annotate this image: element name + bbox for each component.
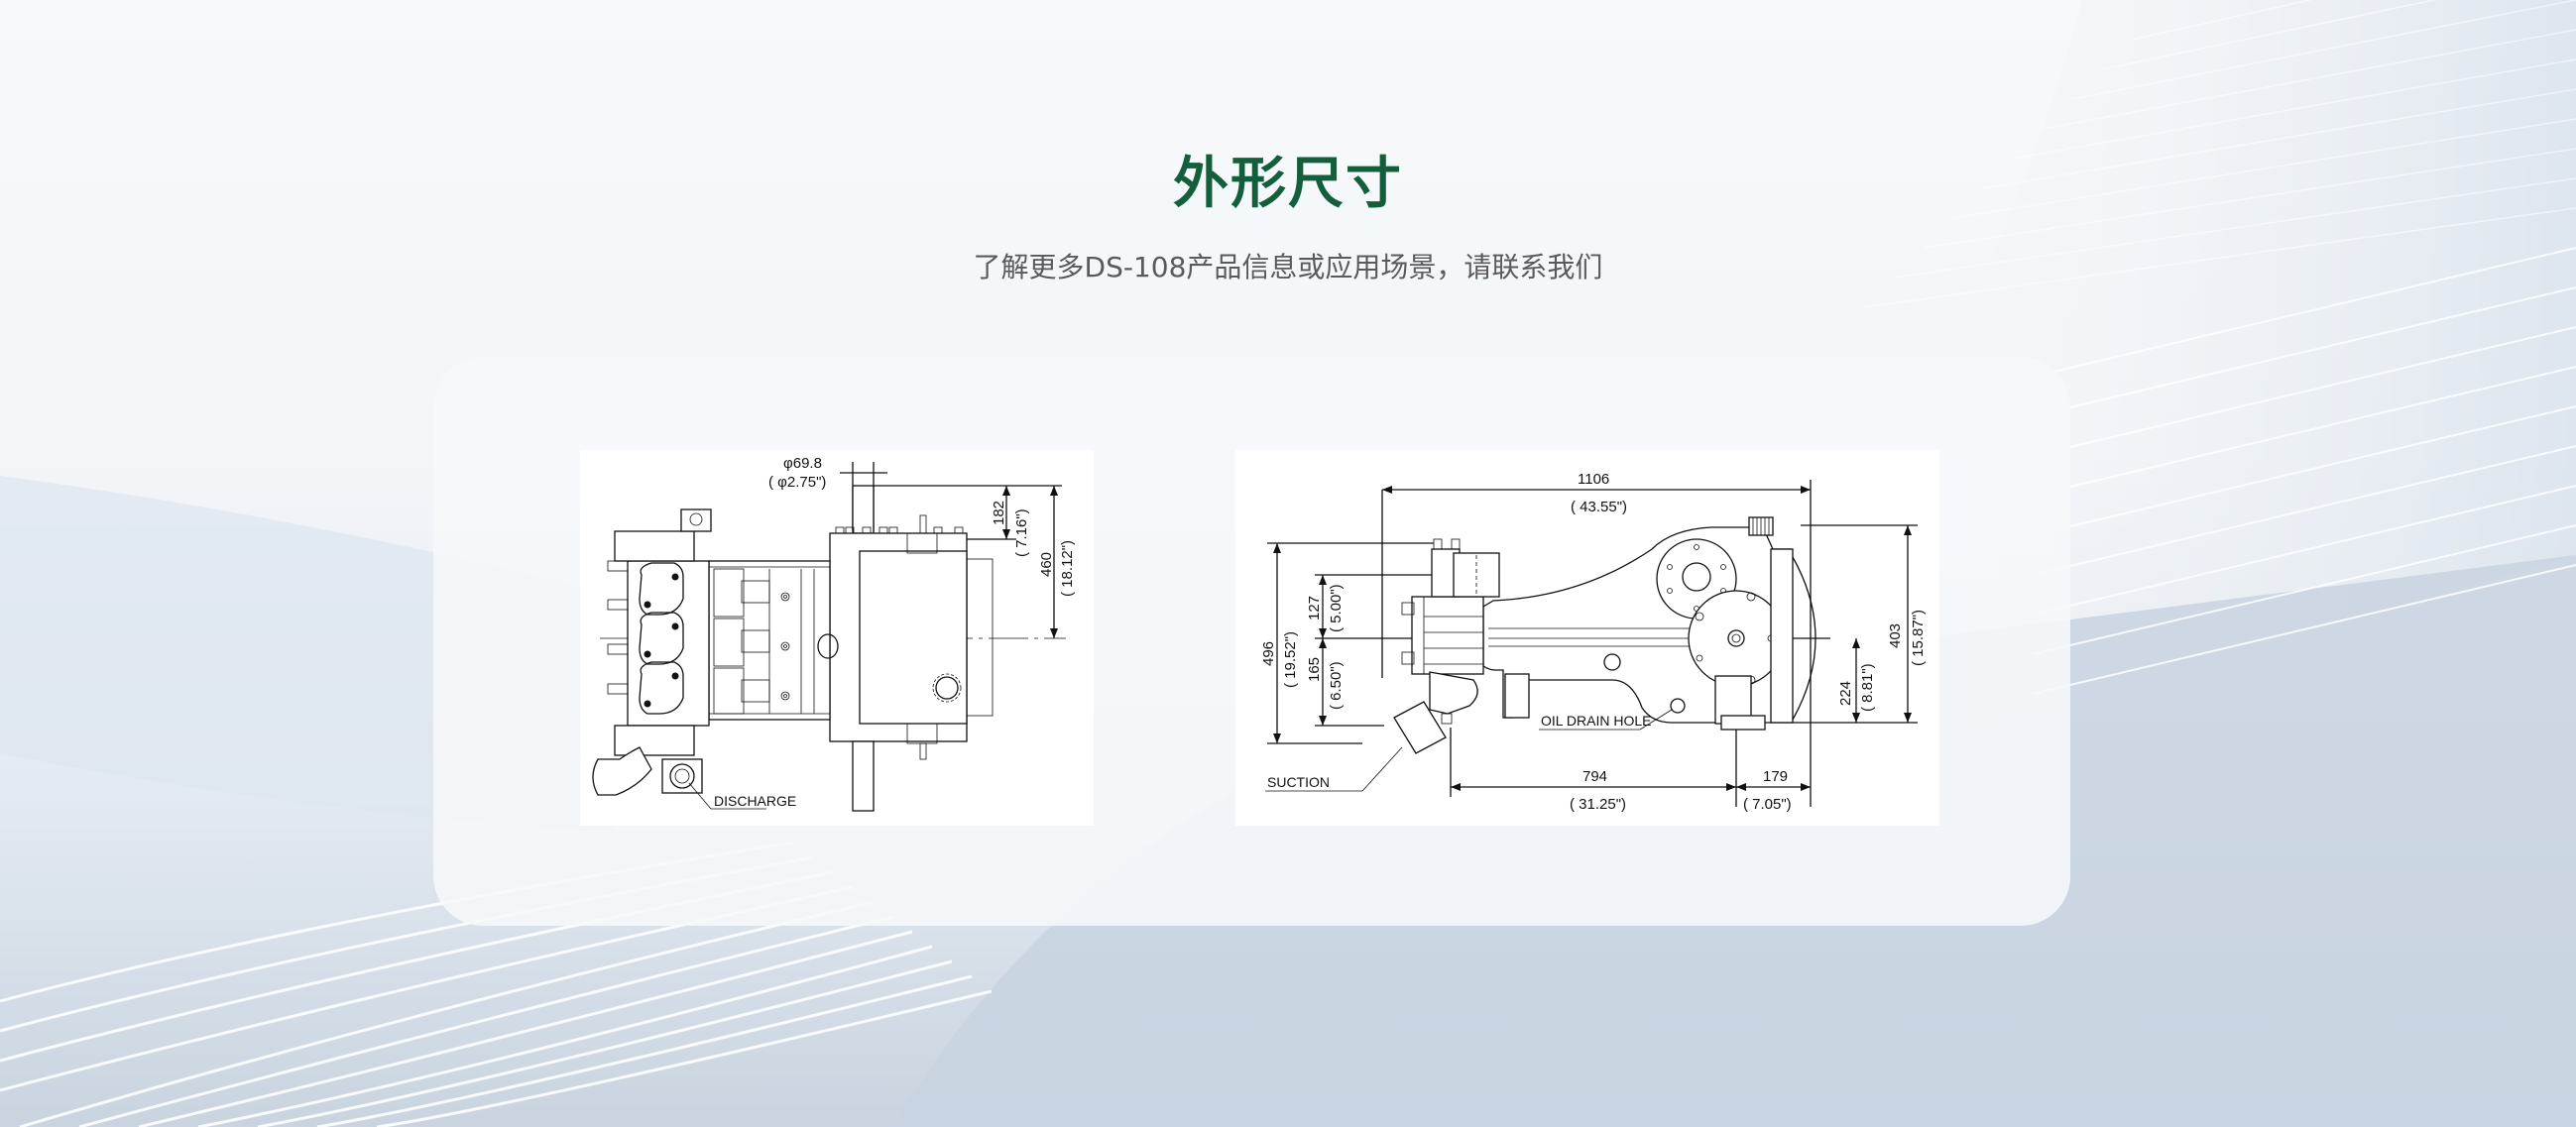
page-title: 外形尺寸 [1173, 152, 1403, 216]
dim-224: 224 [1837, 681, 1854, 706]
dim-794: 794 [1582, 768, 1607, 785]
dim-224-in: ( 8.81") [1859, 663, 1876, 712]
top-view-drawing: φ69.8 ( φ2.75") 182 ( 7.16") 460 ( 18.12… [580, 450, 1094, 826]
dim-1106: 1106 [1578, 471, 1609, 488]
dim-496: 496 [1260, 641, 1277, 666]
label-discharge: DISCHARGE [714, 793, 796, 809]
dim-179-in: ( 7.05") [1743, 796, 1792, 813]
dim-165: 165 [1306, 657, 1323, 682]
dim-shaft-diameter: φ69.8 [783, 455, 822, 472]
label-suction: SUCTION [1267, 774, 1330, 790]
label-oil-drain-hole: OIL DRAIN HOLE [1541, 713, 1652, 729]
dim-403: 403 [1887, 623, 1904, 648]
dim-127: 127 [1306, 596, 1323, 620]
dim-460: 460 [1038, 552, 1055, 577]
side-view-drawing: 1106 ( 43.55") 496 ( 19.52") 127 ( 5.00"… [1235, 450, 1939, 826]
dim-127-in: ( 5.00") [1328, 584, 1345, 632]
dim-1106-in: ( 43.55") [1571, 499, 1627, 515]
pump-side-view-icon: 1106 ( 43.55") 496 ( 19.52") 127 ( 5.00"… [1260, 471, 1927, 813]
dim-182-in: ( 7.16") [1013, 508, 1030, 557]
dim-182: 182 [991, 501, 1007, 525]
dim-shaft-diameter-in: ( φ2.75") [768, 474, 826, 491]
dim-403-in: ( 15.87") [1910, 610, 1927, 666]
dim-460-in: ( 18.12") [1059, 540, 1076, 597]
dim-496-in: ( 19.52") [1282, 631, 1299, 688]
dim-179: 179 [1763, 768, 1788, 785]
pump-top-view-icon: φ69.8 ( φ2.75") 182 ( 7.16") 460 ( 18.12… [592, 455, 1076, 812]
dim-794-in: ( 31.25") [1570, 796, 1626, 813]
dim-165-in: ( 6.50") [1328, 661, 1345, 710]
page-subtitle: 了解更多DS-108产品信息或应用场景，请联系我们 [973, 251, 1603, 283]
